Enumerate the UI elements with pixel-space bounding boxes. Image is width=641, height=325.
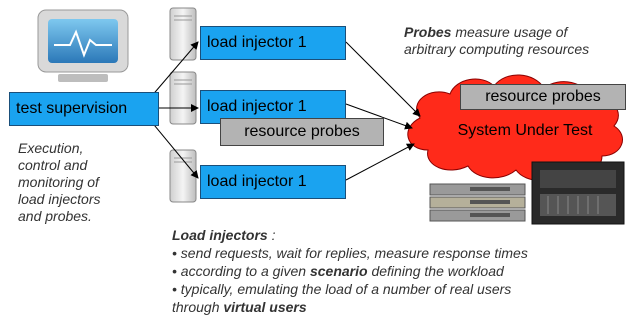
supervision-desc-line: control and — [18, 157, 88, 173]
load-note-line1: • send requests, wait for replies, measu… — [172, 245, 528, 261]
load-note-title-rest: : — [267, 227, 276, 243]
probes-note-bold: Probes — [404, 24, 452, 40]
arrow-supervision-to-injector-3 — [149, 119, 199, 179]
load-injector-box-3: load injector 1 — [200, 165, 346, 199]
arrow-supervision-to-injector-1 — [149, 41, 199, 99]
sut-resource-probes-box: resource probes — [460, 84, 626, 110]
injector-resource-probes-box: resource probes — [220, 118, 384, 146]
monitor-icon — [37, 9, 129, 82]
sut-label: System Under Test — [457, 122, 593, 139]
rack-server-icon — [531, 161, 625, 225]
supervision-desc-line: monitoring of — [18, 174, 99, 190]
load-note-line2a: • according to a given — [172, 263, 310, 279]
supervision-desc-line: load injectors — [18, 191, 101, 207]
arrow-injector-3-to-sut — [345, 143, 415, 181]
test-supervision-box: test supervision — [9, 92, 159, 126]
load-note-line3: • typically, emulating the load of a num… — [172, 281, 512, 297]
load-note-title: Load injectors — [172, 227, 268, 243]
network-switch-icon — [429, 183, 526, 222]
server-icon — [169, 149, 197, 203]
probes-note: Probes measure usage of arbitrary comput… — [404, 24, 589, 58]
load-injector-box-1: load injector 1 — [200, 26, 346, 60]
load-injectors-note: Load injectors : • send requests, wait f… — [172, 226, 528, 316]
arrow-injector-2-to-sut — [345, 103, 413, 130]
load-note-virtual-users: virtual users — [223, 299, 307, 315]
load-note-line2c: defining the workload — [367, 263, 504, 279]
arrow-injector-1-to-sut — [345, 41, 421, 117]
supervision-description: Execution, control and monitoring of loa… — [18, 140, 101, 225]
load-note-line4a: through — [172, 299, 224, 315]
supervision-desc-line: and probes. — [18, 208, 92, 224]
load-note-scenario: scenario — [309, 263, 368, 279]
server-icon — [169, 7, 197, 61]
server-icon — [169, 71, 197, 125]
probes-note-line2: arbitrary computing resources — [404, 41, 590, 57]
probes-note-rest: measure usage of — [451, 24, 568, 40]
supervision-desc-line: Execution, — [18, 140, 84, 156]
